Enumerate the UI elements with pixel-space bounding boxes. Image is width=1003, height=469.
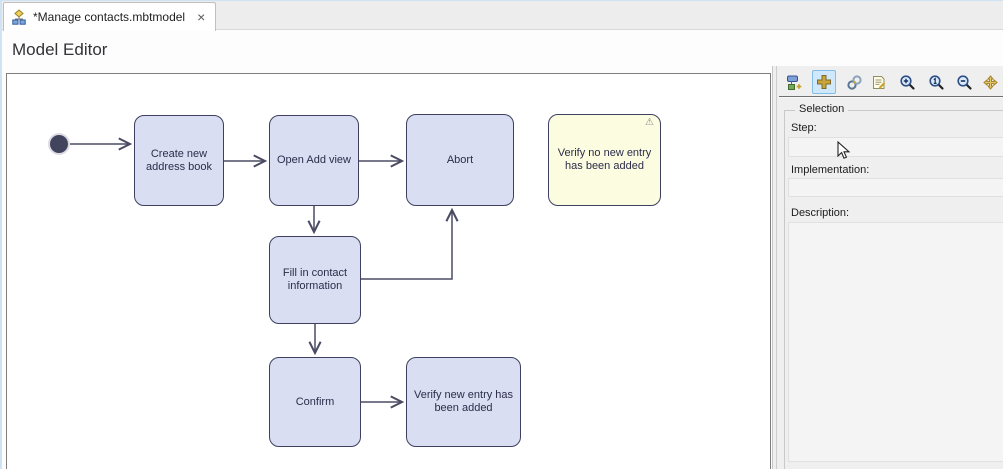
- zoom-out-icon: [956, 74, 972, 90]
- node-label: Abort: [446, 153, 474, 166]
- diagram-canvas[interactable]: Create new address book Open Add view Abor…: [6, 73, 771, 469]
- transition-edge-fill-in-contact-information-to-abort[interactable]: [361, 210, 452, 280]
- window-border-left: [0, 0, 2, 469]
- zoom-100-icon: [928, 74, 944, 90]
- link-icon: [846, 74, 862, 90]
- description-textarea[interactable]: [788, 222, 1003, 462]
- node-abort[interactable]: Abort: [406, 114, 514, 206]
- node-confirm[interactable]: Confirm: [269, 357, 361, 447]
- window-border-top: [0, 0, 1003, 1]
- close-tab-icon[interactable]: ×: [197, 9, 206, 25]
- description-label: Description:: [791, 207, 850, 219]
- node-label: Verify no new entry has been added: [557, 147, 652, 172]
- properties-panel: Selection Step: Implementation: Descript…: [772, 66, 1003, 469]
- node-verify-no-new-entry[interactable]: Verify no new entry has been added ⚠: [548, 114, 661, 206]
- note-icon: [872, 75, 885, 89]
- node-verify-new-entry[interactable]: Verify new entry has been added: [406, 357, 521, 447]
- selection-group: Selection: [784, 103, 1003, 469]
- tab-manage-contacts[interactable]: *Manage contacts.mbtmodel ×: [3, 2, 217, 31]
- edges-layer: [68, 74, 771, 469]
- warning-icon: ⚠: [645, 117, 654, 128]
- initial-state-node[interactable]: [50, 135, 68, 153]
- node-label: Confirm: [295, 395, 335, 408]
- panel-separator: [779, 96, 1003, 98]
- mouse-cursor: [837, 141, 850, 159]
- node-fill-in-contact-information[interactable]: Fill in contact information: [269, 236, 361, 324]
- zoom-in-button[interactable]: [895, 70, 919, 94]
- node-open-add-view[interactable]: Open Add view: [269, 115, 359, 206]
- plus-tool-button[interactable]: [812, 70, 836, 94]
- step-input[interactable]: [788, 137, 1003, 157]
- implementation-label: Implementation:: [791, 164, 870, 176]
- tab-bar: *Manage contacts.mbtmodel ×: [0, 0, 1003, 31]
- fit-view-icon: [982, 74, 998, 90]
- note-tool-button[interactable]: [866, 70, 890, 94]
- new-node-button[interactable]: [782, 70, 806, 94]
- implementation-input[interactable]: [788, 178, 1003, 197]
- model-diagram-icon: [12, 9, 26, 25]
- zoom-100-button[interactable]: [924, 70, 948, 94]
- step-label: Step:: [791, 122, 817, 134]
- node-label: Create new address book: [145, 147, 213, 173]
- zoom-in-icon: [899, 74, 915, 90]
- node-create-new-address-book[interactable]: Create new address book: [134, 115, 224, 206]
- zoom-out-button[interactable]: [952, 70, 976, 94]
- editor-header: Model Editor: [0, 31, 1003, 68]
- tab-label: *Manage contacts.mbtmodel: [33, 10, 186, 24]
- node-label: Open Add view: [277, 154, 351, 166]
- node-label: Verify new entry has been added: [413, 389, 514, 414]
- selection-group-title: Selection: [795, 103, 849, 115]
- link-tool-button[interactable]: [842, 70, 866, 94]
- plus-icon: [817, 75, 831, 89]
- fit-view-button[interactable]: [978, 70, 1002, 94]
- node-label: Fill in contact information: [282, 267, 348, 292]
- new-node-icon: [786, 75, 801, 90]
- page-title: Model Editor: [12, 40, 108, 59]
